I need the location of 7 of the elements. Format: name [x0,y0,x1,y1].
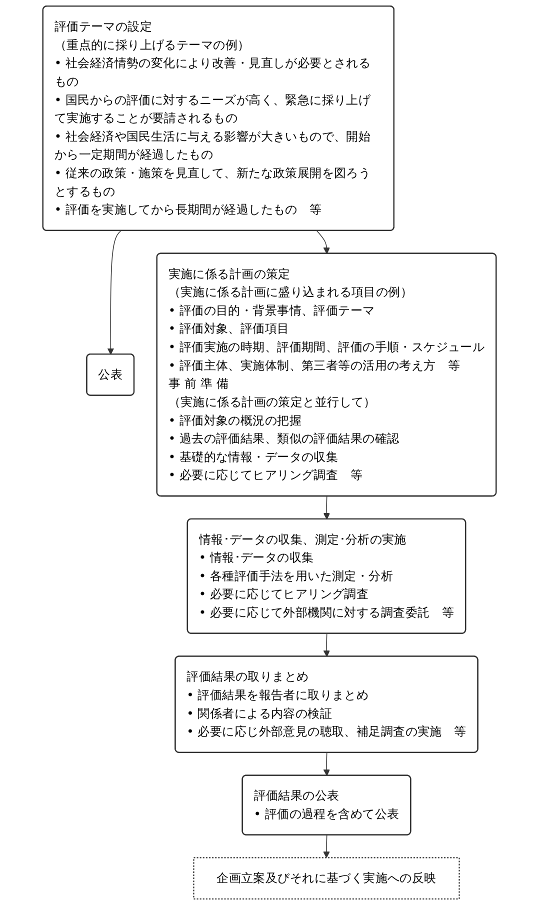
arrow [323,633,330,657]
arrow [323,752,330,776]
arrow [323,834,330,858]
arrow [107,230,122,355]
node-box: 企画立案及びそれに基づく実施への反映 [193,857,460,900]
arrow [323,496,330,520]
arrow [316,230,330,254]
